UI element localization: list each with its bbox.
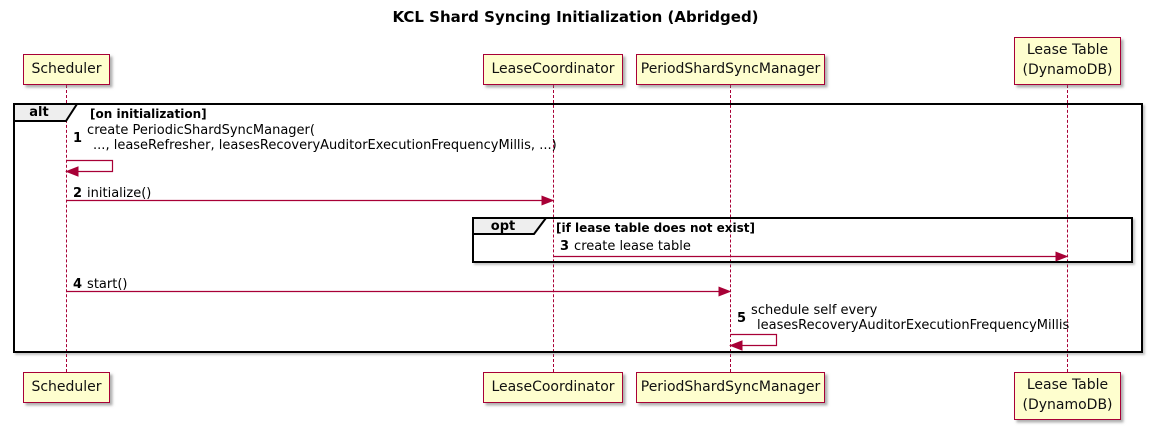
opt-frame-label: opt: [490, 219, 516, 234]
opt-condition: [if lease table does not exist]: [556, 221, 756, 235]
participant-period-shard-sync-manager-top: PeriodShardSyncManager: [636, 54, 825, 85]
participant-period-shard-sync-manager-bottom: PeriodShardSyncManager: [636, 372, 825, 403]
participant-lease-coordinator-top: LeaseCoordinator: [483, 54, 623, 85]
alt-frame-label: alt: [29, 105, 49, 120]
message-1-text: create PeriodicShardSyncManager( ..., le…: [87, 123, 557, 153]
participant-label: PeriodShardSyncManager: [640, 60, 821, 77]
participant-lease-coordinator-bottom: LeaseCoordinator: [483, 372, 623, 403]
alt-condition: [on initialization]: [90, 107, 207, 121]
participant-label: Lease Table: [1026, 377, 1109, 394]
message-1-label: 1 create PeriodicShardSyncManager( ..., …: [73, 123, 557, 153]
lifeline-lease-table: [1067, 85, 1068, 372]
participant-label-line2: (DynamoDB): [1022, 397, 1113, 413]
message-2-number: 2: [73, 186, 83, 201]
opt-frame: [472, 217, 1133, 263]
participant-label: PeriodShardSyncManager: [640, 378, 821, 395]
alt-frame: [13, 103, 1143, 353]
message-5-label: 5 schedule self every leasesRecoveryAudi…: [737, 303, 1069, 333]
participant-label: LeaseCoordinator: [491, 60, 615, 77]
message-4-text: start(): [87, 277, 128, 292]
message-2-text: initialize(): [87, 186, 152, 201]
message-4-number: 4: [73, 277, 83, 292]
participant-label: Scheduler: [31, 378, 102, 395]
message-4-label: 4 start(): [73, 277, 127, 292]
message-3-label: 3 create lease table: [560, 239, 691, 254]
participant-lease-table-bottom: Lease Table (DynamoDB): [1014, 372, 1121, 420]
lifeline-period-shard-sync-manager: [730, 85, 731, 372]
participant-label-line2: (DynamoDB): [1022, 62, 1113, 78]
participant-label: Scheduler: [31, 60, 102, 77]
participant-scheduler-top: Scheduler: [23, 54, 110, 85]
participant-scheduler-bottom: Scheduler: [23, 372, 110, 403]
participant-label: LeaseCoordinator: [491, 378, 615, 395]
lifeline-scheduler: [66, 85, 67, 372]
alt-frame-label-shape: [13, 103, 79, 122]
message-5-text: schedule self every leasesRecoveryAudito…: [751, 303, 1070, 333]
message-1-number: 1: [73, 130, 83, 146]
participant-label: Lease Table: [1026, 42, 1109, 59]
message-2-label: 2 initialize(): [73, 186, 151, 201]
opt-frame-label-shape: [472, 217, 548, 235]
participant-lease-table-top: Lease Table (DynamoDB): [1014, 37, 1121, 85]
diagram-title: KCL Shard Syncing Initialization (Abridg…: [392, 8, 759, 26]
message-5-number: 5: [737, 310, 747, 326]
message-3-text: create lease table: [574, 239, 691, 254]
lifeline-lease-coordinator: [553, 85, 554, 372]
message-3-number: 3: [560, 239, 570, 254]
